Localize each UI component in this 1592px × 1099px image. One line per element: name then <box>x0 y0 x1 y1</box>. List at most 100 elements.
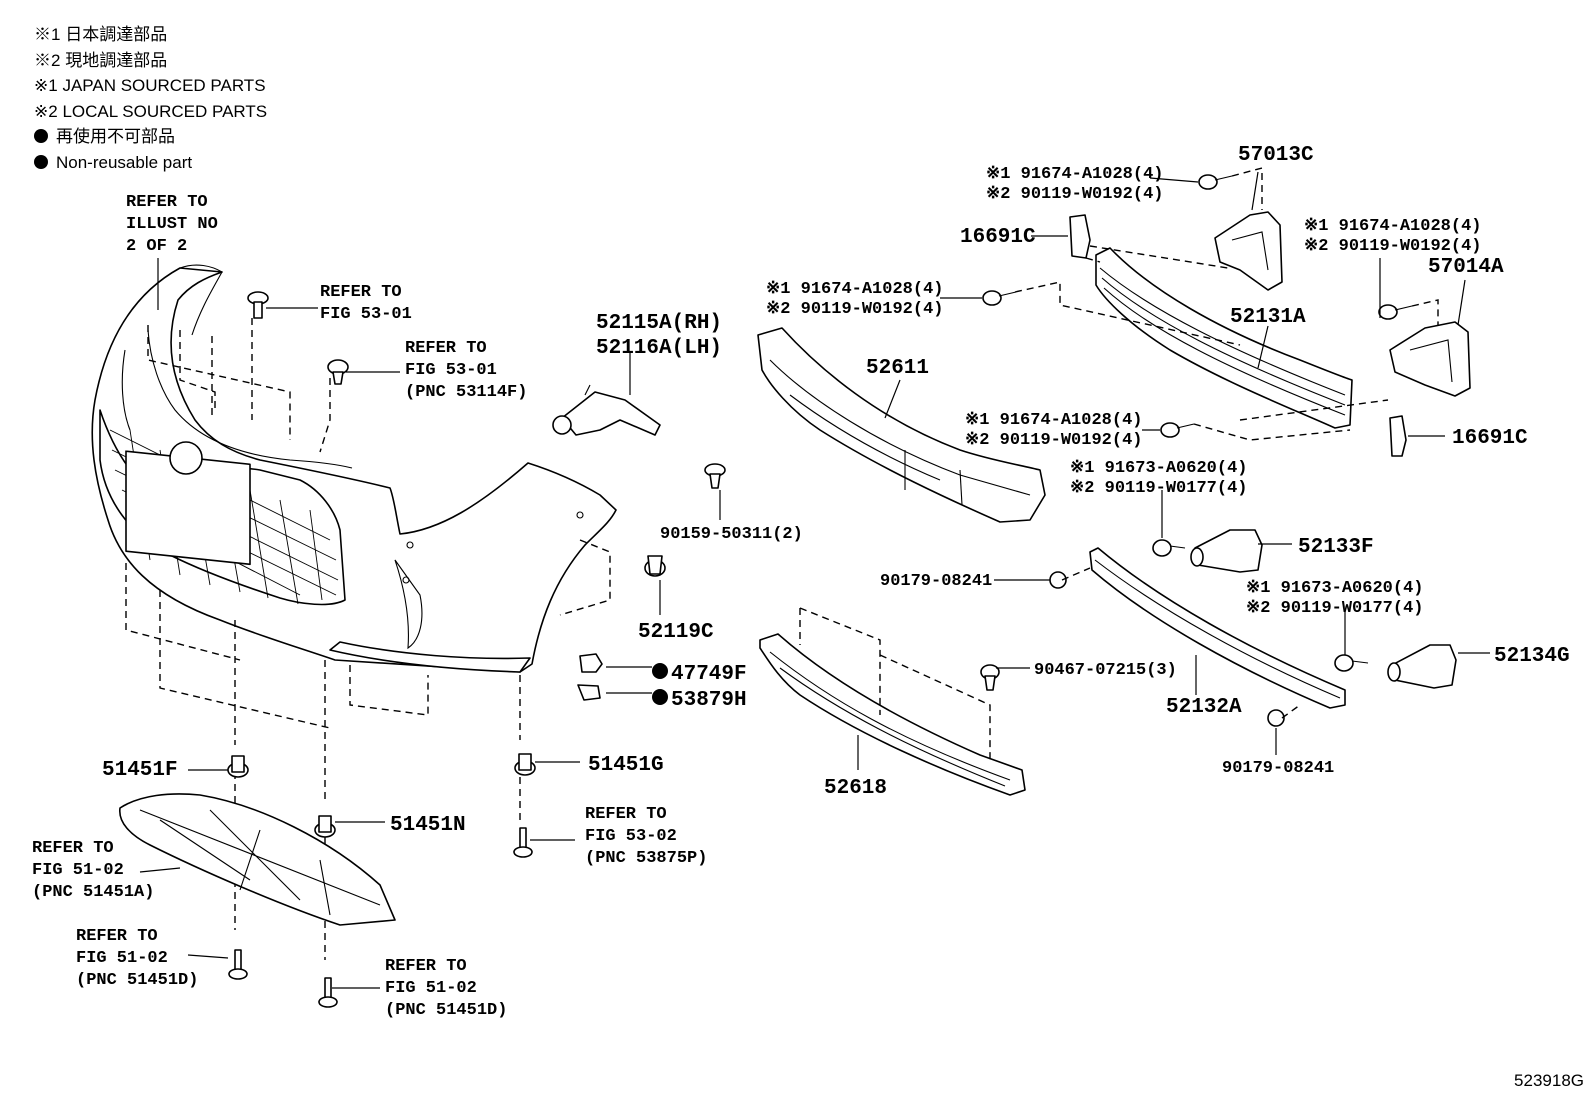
clip-icon <box>579 653 603 673</box>
part-52115A: 52115A(RH) <box>596 312 722 335</box>
legend-row-nonreusable-ja: 再使用不可部品 <box>34 124 267 150</box>
nonreusable-dot-icon <box>652 689 668 705</box>
part-51451F: 51451F <box>102 759 178 782</box>
refer-fig5301b-line3: (PNC 53114F) <box>405 383 527 402</box>
part-57014A: 57014A <box>1428 256 1504 279</box>
part-51451G: 51451G <box>588 754 664 777</box>
refer-illust-line1: REFER TO <box>126 193 208 212</box>
bolt-callout-3a: ※1 91674-A1028(4) <box>766 280 943 299</box>
refer-fig5302-line3: (PNC 53875P) <box>585 849 707 868</box>
bolt-callout-2b: ※2 90119-W0192(4) <box>1304 237 1481 256</box>
legend: ※1 日本調達部品 ※2 現地調達部品 ※1 JAPAN SOURCED PAR… <box>34 22 267 175</box>
refer-fig5102b-line2: FIG 51-02 <box>76 949 168 968</box>
part-47749F: 47749F <box>671 663 747 686</box>
refer-fig5301b-line2: FIG 53-01 <box>405 361 497 380</box>
bracket-57013C <box>1214 211 1283 291</box>
bolt-callout-6b: ※2 90119-W0177(4) <box>1246 599 1423 618</box>
legend-text: 再使用不可部品 <box>56 127 175 146</box>
bolt-icon <box>1334 654 1369 672</box>
refer-illust-line2: ILLUST NO <box>126 215 218 234</box>
nut-icon <box>1267 709 1285 727</box>
nonreusable-dot-icon <box>34 154 48 169</box>
stay-52133F <box>1190 529 1263 573</box>
legend-text: 現地調達部品 <box>65 50 168 70</box>
bumper-cover <box>91 264 617 673</box>
clip-icon <box>327 359 349 385</box>
part-90159: 90159-50311(2) <box>660 525 803 544</box>
legend-row-japan-en: ※1 JAPAN SOURCED PARTS <box>34 73 267 99</box>
bolt-icon <box>982 290 1017 306</box>
legend-row-local-ja: ※2 現地調達部品 <box>34 48 267 74</box>
part-52611: 52611 <box>866 357 929 380</box>
part-52134G: 52134G <box>1494 645 1570 668</box>
part-16691C-right: 16691C <box>1452 427 1528 450</box>
stay-52134G <box>1387 644 1457 689</box>
bumper-dashed-guides <box>125 318 611 960</box>
legend-mark: ※1 <box>34 76 58 95</box>
legend-mark: ※2 <box>34 101 58 121</box>
screw-icon <box>228 949 248 980</box>
bolt-callout-4b: ※2 90119-W0192(4) <box>965 431 1142 450</box>
part-52131A: 52131A <box>1230 306 1306 329</box>
leader-lines <box>139 171 1490 989</box>
bolt-icon <box>1152 539 1186 557</box>
part-53879H: 53879H <box>671 689 747 712</box>
spacer-16691C-top <box>1069 214 1091 259</box>
energy-absorber-52611 <box>757 327 1046 523</box>
figure-id: 523918G <box>1514 1071 1584 1090</box>
refer-fig5102b-line3: (PNC 51451D) <box>76 971 198 990</box>
refer-fig5301-line2: FIG 53-01 <box>320 305 412 324</box>
bolt-callout-3b: ※2 90119-W0192(4) <box>766 300 943 319</box>
refer-fig5102a-line3: (PNC 51451A) <box>32 883 154 902</box>
clip-icon <box>314 815 336 838</box>
reinforcement-52131A <box>1095 247 1353 429</box>
refer-fig5302-line2: FIG 53-02 <box>585 827 677 846</box>
nonreusable-dot-icon <box>34 129 48 143</box>
labels: REFER TO ILLUST NO 2 OF 2 REFER TO FIG 5… <box>32 144 1570 1020</box>
refer-fig5102c-line1: REFER TO <box>385 957 467 976</box>
screw-icon <box>513 827 533 858</box>
part-52116A: 52116A(LH) <box>596 337 722 360</box>
clip-icon <box>980 664 1000 691</box>
bolt-icon <box>1160 422 1195 438</box>
bolt-callout-1a: ※1 91674-A1028(4) <box>986 165 1163 184</box>
legend-text: Non-reusable part <box>56 152 193 172</box>
refer-fig5102c-line3: (PNC 51451D) <box>385 1001 507 1020</box>
lower-reinforcement-52132A <box>1089 547 1346 709</box>
clip-icon <box>644 555 666 577</box>
clip-icon <box>514 753 536 776</box>
bolt-icon <box>1198 174 1233 190</box>
reinforcement-dashed-guides <box>1014 167 1439 441</box>
fasteners-left <box>227 291 726 1008</box>
part-90179-b: 90179-08241 <box>1222 759 1334 778</box>
clip-icon <box>227 755 249 778</box>
refer-fig5301-line1: REFER TO <box>320 283 402 302</box>
bolt-callout-4a: ※1 91674-A1028(4) <box>965 411 1142 430</box>
legend-row-nonreusable-en: Non-reusable part <box>34 150 267 176</box>
lower-absorber-dashed-guides <box>799 567 1301 760</box>
refer-illust-line3: 2 OF 2 <box>126 237 187 256</box>
screw-icon <box>318 977 338 1008</box>
bolt-callout-6a: ※1 91673-A0620(4) <box>1246 579 1423 598</box>
clip-icon <box>577 684 601 701</box>
legend-mark: ※1 <box>34 25 61 44</box>
refer-fig5302-line1: REFER TO <box>585 805 667 824</box>
spacer-16691C-right <box>1389 415 1407 457</box>
legend-mark: ※2 <box>34 50 61 70</box>
legend-row-japan-ja: ※1 日本調達部品 <box>34 22 267 48</box>
bracket-57014A <box>1389 321 1471 397</box>
nonreusable-dot-icon <box>652 663 668 679</box>
bolt-callout-5a: ※1 91673-A0620(4) <box>1070 459 1247 478</box>
refer-fig5102a-line1: REFER TO <box>32 839 114 858</box>
part-52618: 52618 <box>824 777 887 800</box>
bolt-callout-5b: ※2 90119-W0177(4) <box>1070 479 1247 498</box>
screw-icon <box>704 463 726 489</box>
part-90179-a: 90179-08241 <box>880 572 992 591</box>
refer-fig5102b-line1: REFER TO <box>76 927 158 946</box>
legend-text: 日本調達部品 <box>65 25 168 44</box>
legend-text: JAPAN SOURCED PARTS <box>62 76 266 95</box>
bolt-callout-1b: ※2 90119-W0192(4) <box>986 185 1163 204</box>
engine-under-cover <box>119 793 396 926</box>
screw-icon <box>247 291 269 319</box>
